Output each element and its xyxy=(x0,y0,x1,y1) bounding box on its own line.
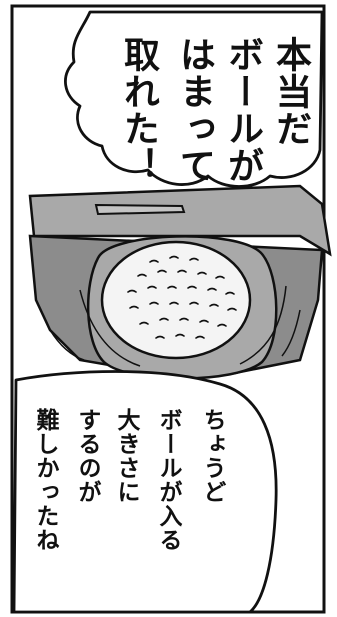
bottom-bubble-line-1: ちょうど xyxy=(199,408,225,504)
bottom-bubble-line-3: 大きさに xyxy=(113,408,139,504)
top-bubble-line-4: 取れた！ xyxy=(118,36,159,184)
top-speech-bubble xyxy=(64,10,324,188)
top-bubble-line-1: 本当だ xyxy=(270,36,311,147)
bottom-bubble-line-4: するのが xyxy=(74,408,100,504)
ball-illustration xyxy=(100,240,252,360)
top-bubble-line-3: はまって xyxy=(174,36,215,184)
bottom-bubble-line-5: 難しかったね xyxy=(32,408,58,552)
top-bubble-line-2: ボールが xyxy=(222,36,263,184)
bottom-bubble-line-2: ボールが入る xyxy=(155,408,181,552)
bottom-speech-bubble xyxy=(12,370,278,614)
